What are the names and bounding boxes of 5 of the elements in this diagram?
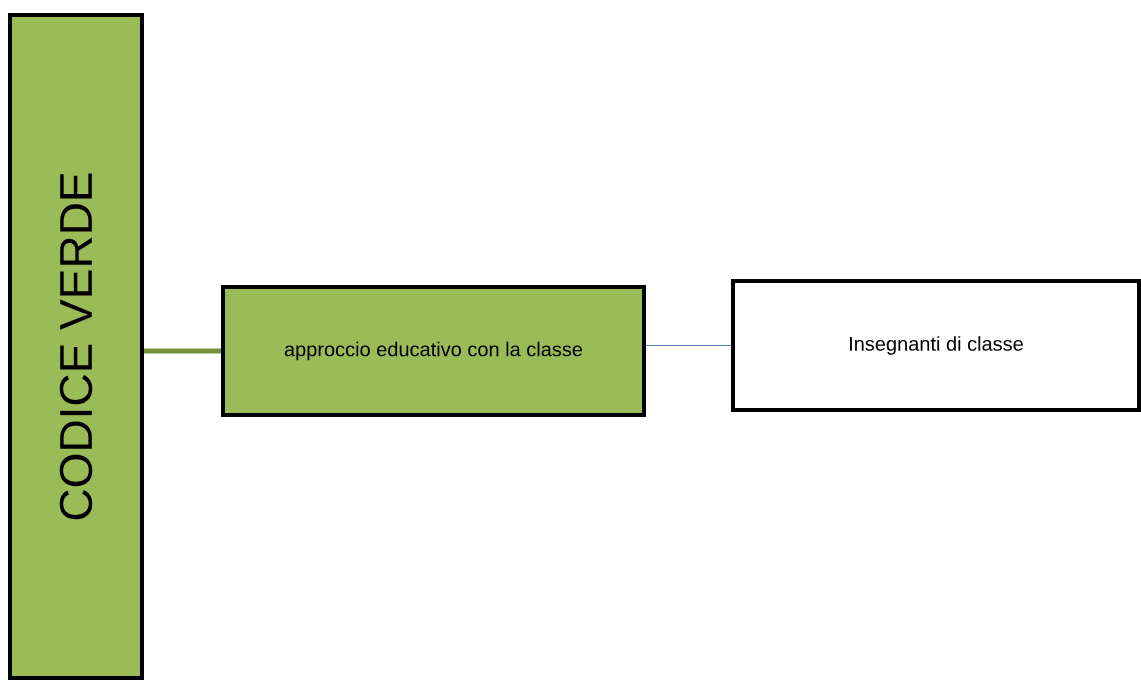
- process-box: approccio educativo con la classe: [221, 285, 646, 417]
- process-box: Insegnanti di classe: [731, 279, 1141, 412]
- connector-line: [144, 348, 221, 354]
- vertical-band: CODICE VERDE: [8, 13, 144, 680]
- connector-line: [645, 345, 732, 346]
